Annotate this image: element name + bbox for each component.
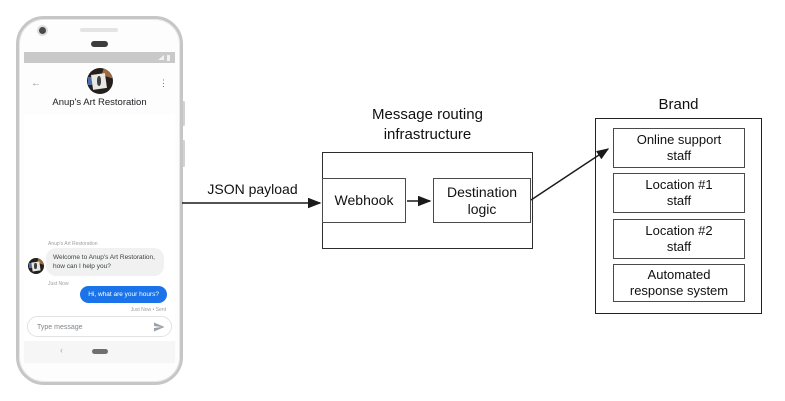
speaker-slot-icon (80, 28, 118, 32)
battery-icon (167, 54, 170, 61)
volume-button (182, 101, 185, 126)
message-avatar (28, 258, 44, 274)
outgoing-message-bubble: Hi, what are your hours? (80, 286, 167, 303)
incoming-message-line2: how can I help you? (53, 263, 111, 270)
signal-icon (158, 55, 164, 60)
overflow-menu-icon[interactable]: ⋮ (159, 78, 168, 88)
brand-box: Online support staff Location #1 staff L… (595, 118, 762, 314)
phone-screen: ← ⋮ Anup's Art Restoration Anup's Art Re… (24, 52, 175, 363)
brand-channel-location-2: Location #2 staff (613, 219, 745, 259)
front-camera-icon (39, 27, 46, 34)
brand-title: Brand (658, 96, 699, 113)
json-payload-label: JSON payload (207, 181, 298, 197)
outgoing-timestamp: Just Now • Sent (130, 307, 166, 313)
phone-mockup: ← ⋮ Anup's Art Restoration Anup's Art Re… (16, 16, 183, 385)
chat-header: ← ⋮ Anup's Art Restoration (24, 63, 175, 115)
destination-logic-box: Destination logic (433, 178, 531, 223)
back-arrow-icon[interactable]: ← (31, 78, 41, 89)
contact-avatar (86, 68, 113, 94)
status-bar (24, 52, 175, 63)
nav-back-button[interactable]: ‹ (60, 345, 63, 355)
send-icon (154, 322, 165, 332)
webhook-box: Webhook (322, 178, 406, 223)
sender-name-label: Anup's Art Restoration (48, 241, 98, 247)
brand-channel-online-support: Online support staff (613, 128, 745, 168)
nav-home-button[interactable] (91, 349, 108, 354)
incoming-message-bubble: Welcome to Anup's Art Restoration, how c… (46, 248, 164, 276)
chat-title: Anup's Art Restoration (52, 97, 147, 108)
routing-title: Message routing infrastructure (312, 105, 543, 145)
message-composer[interactable] (27, 316, 172, 337)
android-nav-bar: ‹ (24, 341, 175, 363)
power-button (182, 140, 185, 167)
brand-channel-automated-response: Automated response system (613, 264, 745, 302)
routing-title-line1: Message routing (372, 106, 483, 123)
send-button[interactable] (153, 321, 165, 333)
routing-title-line2: infrastructure (383, 126, 472, 143)
message-input[interactable] (37, 320, 147, 334)
destination-line2: logic (467, 200, 497, 217)
brand-channel-location-1: Location #1 staff (613, 173, 745, 213)
incoming-timestamp: Just Now (48, 281, 69, 287)
earpiece-icon (91, 41, 108, 47)
incoming-message-line1: Welcome to Anup's Art Restoration, (53, 254, 155, 261)
destination-line1: Destination (446, 183, 518, 200)
